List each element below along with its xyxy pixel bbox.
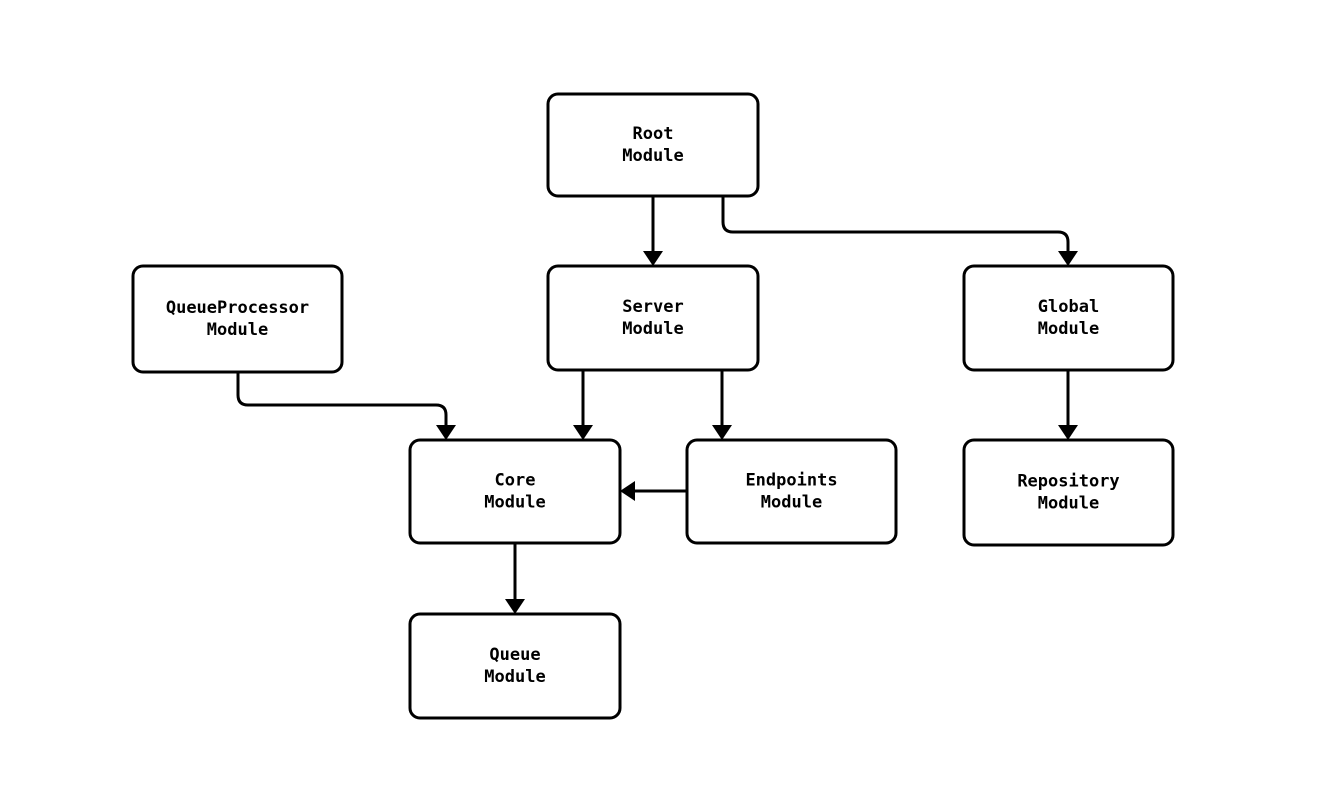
edges-layer: [236, 196, 1078, 614]
queue-module-node-label-line2: Module: [484, 667, 545, 687]
edge-core-to-queue: [505, 543, 525, 614]
endpoints-module-node-box[interactable]: [685, 438, 898, 545]
repository-module-node-label-line2: Module: [1038, 494, 1099, 514]
server-module-node-label-line1: Server: [622, 297, 683, 317]
repository-module-node-box[interactable]: [962, 438, 1175, 547]
edge-core-to-queue-arrowhead: [505, 599, 525, 614]
queueprocessor-module-node-label-line1: QueueProcessor: [166, 298, 309, 318]
repository-module-node-label-line1: Repository: [1017, 472, 1119, 492]
edge-queueprocessor-to-core-arrowhead: [436, 425, 456, 440]
global-module-node-label-line2: Module: [1038, 319, 1099, 339]
queue-module-node-box[interactable]: [408, 612, 622, 720]
core-module-node-label-line2: Module: [484, 493, 545, 513]
global-module-node-label-line1: Global: [1038, 297, 1099, 317]
root-module-node-label-line2: Module: [622, 146, 683, 166]
edge-queueprocessor-to-core: [236, 372, 456, 440]
endpoints-module-node-label-line2: Module: [761, 493, 822, 513]
server-module-node-label-line2: Module: [622, 319, 683, 339]
endpoints-module-node-label-line1: Endpoints: [745, 471, 837, 491]
edge-root-to-global-line: [721, 196, 1070, 252]
core-module-node-label-line1: Core: [495, 471, 536, 491]
edge-endpoints-to-core: [620, 481, 687, 501]
edge-server-to-core-arrowhead: [573, 425, 593, 440]
edge-queueprocessor-to-core-line: [236, 372, 448, 426]
edge-root-to-server: [643, 196, 663, 266]
edge-global-to-repository-arrowhead: [1058, 425, 1078, 440]
queueprocessor-module-node-label-line2: Module: [207, 320, 268, 340]
root-module-node-box[interactable]: [546, 92, 760, 198]
edge-server-to-endpoints: [712, 370, 732, 440]
queue-module-node-label-line1: Queue: [489, 645, 540, 665]
core-module-node-box[interactable]: [408, 438, 622, 545]
edge-root-to-global-arrowhead: [1058, 251, 1078, 266]
edge-server-to-endpoints-arrowhead: [712, 425, 732, 440]
edge-server-to-core: [573, 370, 593, 440]
global-module-node-box[interactable]: [962, 264, 1175, 372]
edge-root-to-server-arrowhead: [643, 251, 663, 266]
edge-global-to-repository: [1058, 370, 1078, 440]
edge-endpoints-to-core-arrowhead: [620, 481, 635, 501]
root-module-node-label-line1: Root: [633, 124, 674, 144]
nodes-layer: RootModuleQueueProcessorModuleServerModu…: [131, 92, 1175, 720]
queueprocessor-module-node-box[interactable]: [131, 264, 344, 374]
server-module-node-box[interactable]: [546, 264, 760, 372]
edge-root-to-global: [721, 196, 1078, 266]
